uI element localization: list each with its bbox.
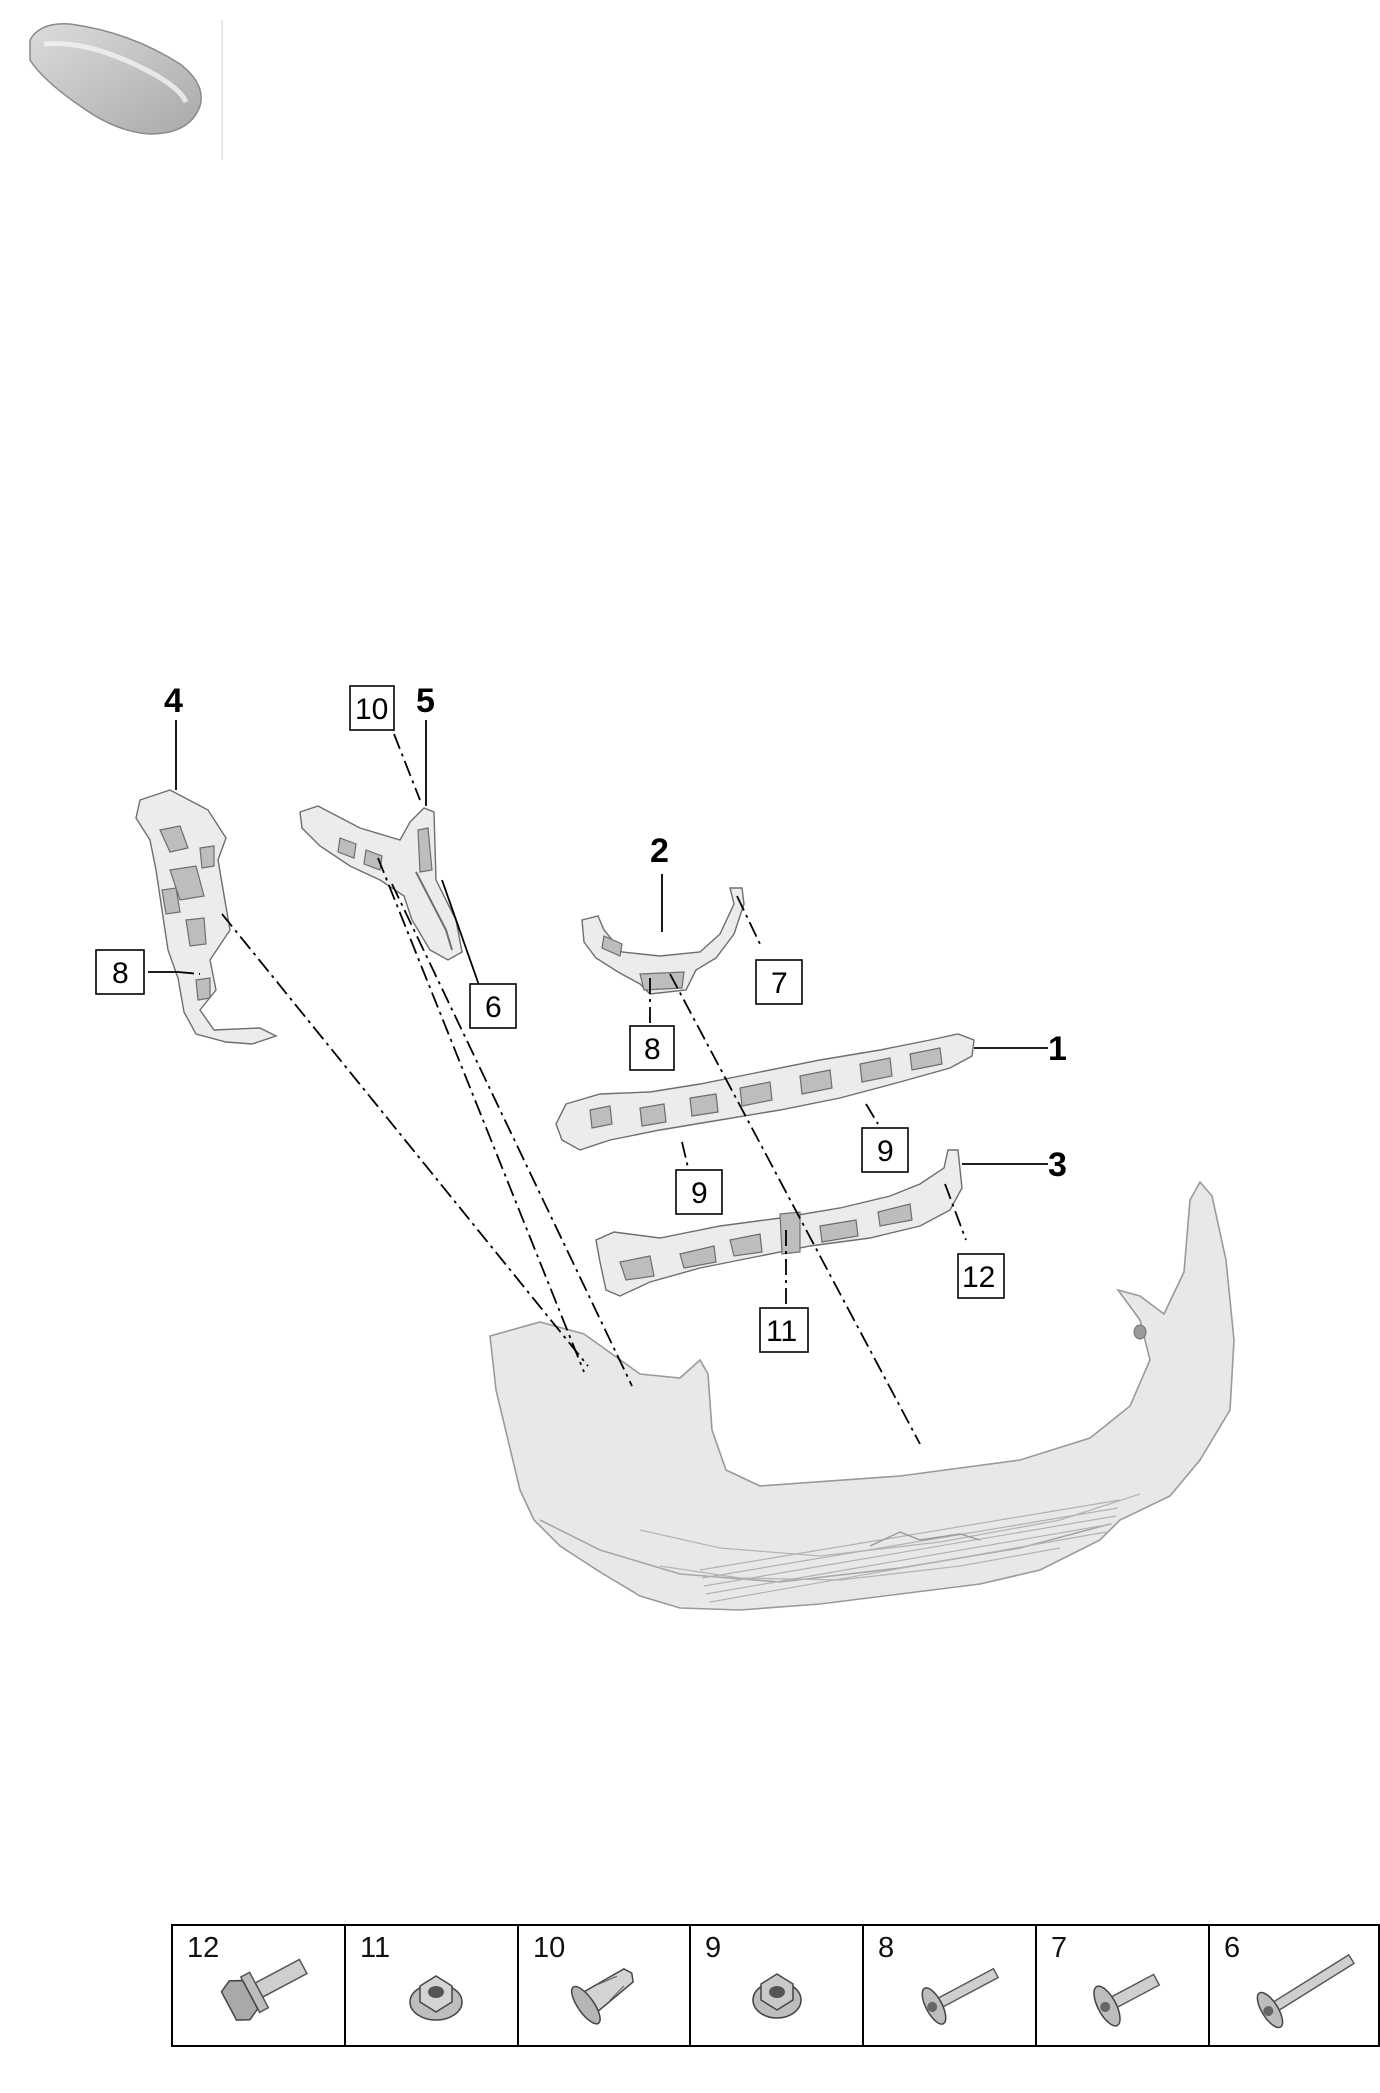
callout-1: 1 bbox=[1048, 1030, 1067, 1068]
boxed-callout-6: 6 bbox=[469, 983, 517, 1029]
legend-cell-10: 10 bbox=[519, 1926, 691, 2045]
long-torx-screw-icon bbox=[1256, 1953, 1356, 2029]
boxed-callout-12: 12 bbox=[957, 1253, 1005, 1299]
boxed-callout-7: 7 bbox=[755, 959, 803, 1005]
part-4-left-bracket bbox=[135, 789, 278, 1045]
part-3-lower-carrier bbox=[595, 1149, 963, 1297]
legend-number: 9 bbox=[705, 1932, 722, 1964]
legend-cell-8: 8 bbox=[864, 1926, 1037, 2045]
legend-number: 11 bbox=[360, 1932, 391, 1964]
callout-5: 5 bbox=[416, 682, 435, 720]
legend-number: 12 bbox=[187, 1932, 220, 1964]
svg-text:12: 12 bbox=[962, 1261, 995, 1294]
legend-number: 7 bbox=[1051, 1932, 1068, 1964]
flange-nut-icon bbox=[409, 1975, 463, 2021]
boxed-callout-8-center: 8 bbox=[629, 1025, 675, 1071]
bold-callouts: 1 2 3 4 5 bbox=[164, 682, 1067, 1184]
legend-number: 8 bbox=[878, 1932, 895, 1964]
part-5-side-guide bbox=[299, 805, 463, 961]
callout-2: 2 bbox=[650, 832, 669, 870]
boxed-callout-9-right: 9 bbox=[861, 1127, 909, 1173]
part-2-center-bracket bbox=[581, 887, 745, 995]
legend-cell-11: 11 bbox=[346, 1926, 519, 2045]
svg-text:9: 9 bbox=[877, 1135, 894, 1168]
svg-text:10: 10 bbox=[355, 693, 388, 726]
vehicle-thumbnail bbox=[29, 20, 223, 160]
boxed-callout-10: 10 bbox=[349, 685, 395, 731]
svg-text:11: 11 bbox=[766, 1315, 797, 1348]
boxed-callout-11: 11 bbox=[759, 1307, 809, 1353]
legend-number: 10 bbox=[533, 1932, 566, 1964]
boxed-callout-9-left: 9 bbox=[675, 1169, 723, 1215]
boxed-callouts: 10 6 8 7 8 9 9 12 bbox=[95, 685, 1005, 1353]
svg-text:8: 8 bbox=[112, 957, 129, 990]
part-1-reinforcement-rail bbox=[555, 1033, 975, 1151]
flange-bolt-icon bbox=[220, 1958, 308, 2021]
boxed-callout-8-left: 8 bbox=[95, 949, 145, 995]
hex-nut-icon bbox=[752, 1973, 802, 2019]
svg-text:6: 6 bbox=[485, 991, 502, 1024]
svg-text:8: 8 bbox=[644, 1033, 661, 1066]
legend-cell-7: 7 bbox=[1037, 1926, 1210, 2045]
svg-text:9: 9 bbox=[691, 1177, 708, 1210]
leader-lines bbox=[148, 720, 1048, 1165]
legend-cell-9: 9 bbox=[691, 1926, 864, 2045]
legend-cell-12: 12 bbox=[173, 1926, 346, 2045]
callout-4: 4 bbox=[164, 682, 183, 720]
expanding-clip-icon bbox=[570, 1967, 634, 2025]
torx-screw-icon bbox=[921, 1967, 1000, 2025]
svg-text:7: 7 bbox=[771, 967, 788, 1000]
callout-3: 3 bbox=[1048, 1146, 1067, 1184]
assembly-lines bbox=[177, 733, 967, 1445]
torx-screw-icon bbox=[1093, 1973, 1161, 2027]
bumper-cover bbox=[489, 1180, 1235, 1611]
legend-number: 6 bbox=[1224, 1932, 1241, 1964]
legend-cell-6: 6 bbox=[1210, 1926, 1380, 2045]
fastener-legend: 12 11 10 9 bbox=[171, 1924, 1380, 2047]
